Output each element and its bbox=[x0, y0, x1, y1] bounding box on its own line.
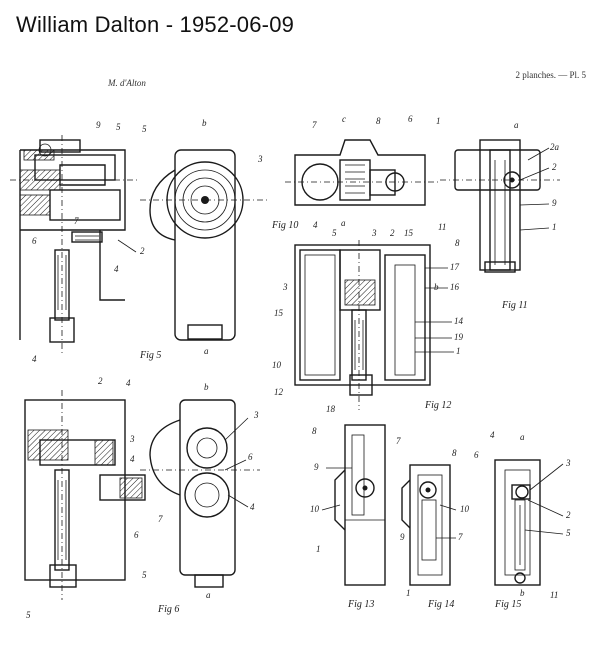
ref-label: 9 bbox=[400, 532, 405, 542]
ref-label: 5 bbox=[142, 570, 147, 580]
ref-label: 16 bbox=[450, 282, 460, 292]
fig14-view bbox=[402, 465, 450, 585]
ref-label: b bbox=[520, 588, 525, 598]
ref-label: 10 bbox=[272, 360, 282, 370]
ref-label: 3 bbox=[129, 434, 135, 444]
ref-label: 7 bbox=[74, 216, 79, 226]
ref-label: 14 bbox=[454, 316, 464, 326]
fig6-section-view bbox=[25, 390, 145, 600]
ref-label: 3 bbox=[565, 458, 571, 468]
ref-label: a bbox=[206, 590, 211, 600]
fig11-side-view bbox=[440, 140, 560, 272]
ref-label: 5 bbox=[116, 122, 121, 132]
ref-label: 4 bbox=[250, 502, 255, 512]
ref-label: a bbox=[204, 346, 209, 356]
fig5-caption: Fig 5 bbox=[139, 350, 161, 361]
ref-label: 9 bbox=[552, 198, 557, 208]
ref-label: 9 bbox=[314, 462, 319, 472]
fig13-view bbox=[335, 425, 385, 585]
ref-label: 2 bbox=[98, 376, 103, 386]
fig12-section-view bbox=[295, 240, 430, 410]
ref-label: 8 bbox=[376, 116, 381, 126]
ref-label: 4 bbox=[313, 220, 318, 230]
fig11-caption: Fig 11 bbox=[501, 300, 528, 311]
ref-label: c bbox=[342, 114, 346, 124]
ref-label: 7 bbox=[312, 120, 317, 130]
fig10-caption: Fig 10 bbox=[271, 220, 298, 231]
fig15-caption: Fig 15 bbox=[494, 599, 521, 610]
fig6-caption: Fig 6 bbox=[157, 604, 179, 615]
ref-label: 10 bbox=[310, 504, 320, 514]
ref-label: 8 bbox=[312, 426, 317, 436]
fig13-caption: Fig 13 bbox=[347, 599, 374, 610]
ref-label: 15 bbox=[404, 228, 414, 238]
ref-label: 1 bbox=[316, 544, 321, 554]
ref-label: 6 bbox=[474, 450, 479, 460]
ref-label: 2a bbox=[550, 142, 560, 152]
ref-label: 3 bbox=[282, 282, 288, 292]
ref-label: 2 bbox=[140, 246, 145, 256]
fig12-caption: Fig 12 bbox=[424, 400, 451, 411]
ref-label: 4 bbox=[114, 264, 119, 274]
ref-label: 2 bbox=[552, 162, 557, 172]
ref-label: 2 bbox=[390, 228, 395, 238]
ref-label: 1 bbox=[456, 346, 461, 356]
ref-label: 11 bbox=[550, 590, 558, 600]
fig5-section-view bbox=[10, 135, 140, 355]
ref-label: 9 bbox=[96, 120, 101, 130]
ref-label: 19 bbox=[454, 332, 464, 342]
ref-label: 10 bbox=[460, 504, 470, 514]
fig15-view bbox=[495, 460, 540, 585]
ref-label: 8 bbox=[455, 238, 460, 248]
fig5-elevation-view bbox=[140, 150, 270, 340]
ref-label: 3 bbox=[371, 228, 377, 238]
ref-label: 6 bbox=[248, 452, 253, 462]
ref-label: 1 bbox=[436, 116, 441, 126]
fig14-caption: Fig 14 bbox=[427, 599, 454, 610]
ref-label: 3 bbox=[257, 154, 263, 164]
ref-label: 7 bbox=[458, 532, 463, 542]
ref-label: 6 bbox=[32, 236, 37, 246]
ref-label: 1 bbox=[552, 222, 557, 232]
ref-label: 6 bbox=[134, 530, 139, 540]
ref-label: b bbox=[202, 118, 207, 128]
ref-label: 5 bbox=[26, 610, 31, 620]
ref-label: 17 bbox=[450, 262, 460, 272]
ref-label: 2 bbox=[566, 510, 571, 520]
ref-label: b bbox=[434, 282, 439, 292]
ref-label: 1 bbox=[406, 588, 411, 598]
ref-label: 5 bbox=[332, 228, 337, 238]
ref-label: 7 bbox=[396, 436, 401, 446]
ref-label: 4 bbox=[130, 454, 135, 464]
ref-label: 4 bbox=[126, 378, 131, 388]
ref-label: 5 bbox=[142, 124, 147, 134]
ref-label: 4 bbox=[32, 354, 37, 364]
ref-label: 4 bbox=[490, 430, 495, 440]
ref-label: 18 bbox=[326, 404, 336, 414]
ref-label: 12 bbox=[274, 387, 284, 397]
ref-label: 5 bbox=[566, 528, 571, 538]
ref-label: a bbox=[341, 218, 346, 228]
ref-label: 11 bbox=[438, 222, 446, 232]
ref-label: 3 bbox=[253, 410, 259, 420]
ref-label: 15 bbox=[274, 308, 284, 318]
ref-label: 7 bbox=[158, 514, 163, 524]
ref-label: a bbox=[514, 120, 519, 130]
ref-label: b bbox=[204, 382, 209, 392]
ref-label: 6 bbox=[408, 114, 413, 124]
fig6-elevation-view bbox=[140, 400, 260, 587]
ref-label: 8 bbox=[452, 448, 457, 458]
ref-label: a bbox=[520, 432, 525, 442]
fig10-top-view bbox=[285, 140, 440, 205]
